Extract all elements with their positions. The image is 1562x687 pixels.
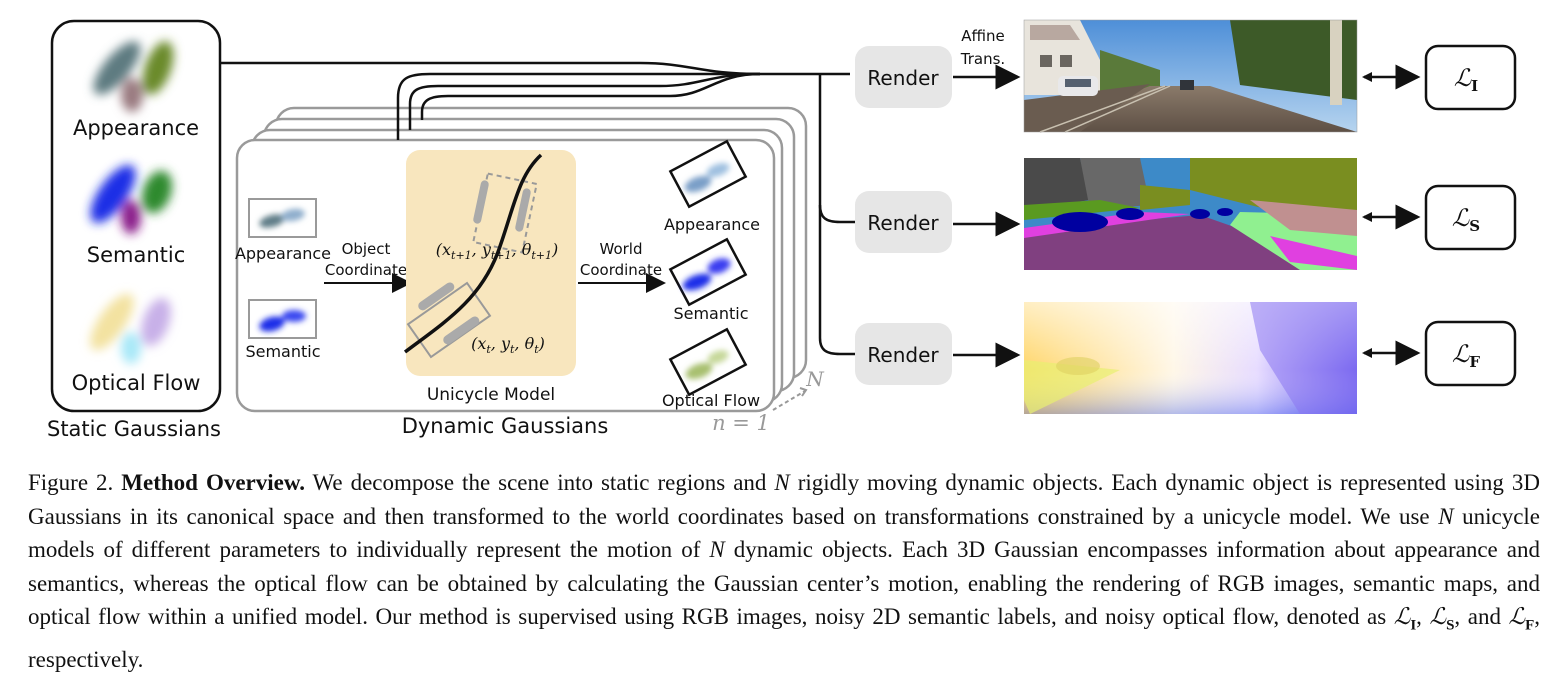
figure-caption: Figure 2. Method Overview. We decompose … — [28, 466, 1540, 677]
dyn-appearance-blobs — [259, 208, 305, 228]
stack-dashed-arrowhead — [799, 387, 808, 397]
world-coord-label-1: World — [600, 240, 643, 258]
caption-math-n: N — [709, 537, 725, 562]
render-box-semantic: Render — [855, 191, 952, 253]
stack-dashed-arrow — [772, 390, 806, 411]
world-coord-label-2: Coordinate — [580, 261, 662, 279]
world-semantic-label: Semantic — [673, 304, 748, 323]
unicycle-model-label: Unicycle Model — [427, 385, 555, 405]
caption-text: , and — [1454, 604, 1509, 629]
dyn-appearance-label: Appearance — [235, 244, 331, 263]
unicycle-trajectory — [403, 153, 543, 354]
world-flow-thumb — [668, 327, 748, 397]
svg-text:Render: Render — [867, 66, 939, 90]
svg-text:Render: Render — [867, 343, 939, 367]
caption-title: Method Overview. — [121, 470, 305, 495]
static-appearance-gaussians — [93, 41, 174, 112]
dyn-semantic-label: Semantic — [245, 342, 320, 361]
static-gaussians-box — [50, 19, 222, 413]
optical-flow-image — [1024, 302, 1357, 414]
caption-text: , respectively. — [28, 604, 1541, 673]
stack-n-label: N — [805, 367, 825, 391]
svg-text:Render: Render — [867, 211, 939, 235]
static-gaussians-title: Static Gaussians — [47, 417, 221, 441]
caption-math-n: N — [1438, 503, 1454, 529]
rgb-street-image — [1023, 19, 1358, 133]
caption-text: rigidly moving dynamic objects. Each dyn… — [28, 470, 1540, 529]
loss-arrow-backheads — [1362, 72, 1372, 358]
pose-t-label: (xt, yt, θt) — [471, 334, 545, 356]
object-coord-label-2: Coordinate — [325, 261, 407, 279]
dynamic-gaussians-title: Dynamic Gaussians — [402, 414, 609, 438]
caption-loss-f: ℒF — [1508, 604, 1535, 634]
stack-n1-label: n = 1 — [712, 411, 770, 435]
affine-label-1: Affine — [961, 27, 1005, 45]
static-appearance-label: Appearance — [73, 116, 199, 140]
caption-loss-s: ℒS — [1429, 604, 1455, 634]
static-semantic-label: Semantic — [87, 243, 186, 267]
caption-text: dynamic objects. Each 3D Gaussian encomp… — [28, 537, 1540, 629]
figure-canvas: Appearance Semantic Optical Flow Static … — [47, 19, 1517, 441]
loss-box-s: ℒS — [1424, 184, 1517, 251]
caption-text: We decompose the scene into static regio… — [304, 470, 775, 495]
semantic-map-image — [1024, 158, 1357, 270]
merge-lines — [221, 61, 855, 356]
affine-label-2: Trans. — [960, 50, 1005, 68]
caption-text: unicycle models of different parameters … — [28, 503, 1541, 563]
static-flow-gaussians — [90, 293, 171, 364]
render-box-flow: Render — [855, 323, 952, 385]
render-box-rgb: Render — [855, 46, 952, 108]
method-overview-figure: Appearance Semantic Optical Flow Static … — [47, 19, 1517, 441]
world-semantic-thumb — [668, 237, 748, 307]
loss-box-f: ℒF — [1424, 320, 1517, 387]
dyn-semantic-blobs — [259, 310, 306, 332]
caption-label: Figure 2. — [28, 470, 114, 495]
caption-loss-i: ℒI — [1393, 604, 1417, 634]
loss-double-arrows — [1364, 64, 1421, 366]
world-flow-label: Optical Flow — [662, 391, 760, 410]
caption-text: , — [1416, 604, 1430, 629]
world-appearance-thumb — [668, 139, 748, 209]
caption-math-n: N — [774, 470, 790, 495]
loss-box-i: ℒI — [1424, 44, 1517, 111]
object-coord-label-1: Object — [342, 240, 391, 258]
world-appearance-label: Appearance — [664, 215, 760, 234]
static-semantic-gaussians — [90, 165, 173, 234]
static-flow-label: Optical Flow — [72, 371, 201, 395]
car-dashed-box-t1 — [472, 172, 538, 254]
